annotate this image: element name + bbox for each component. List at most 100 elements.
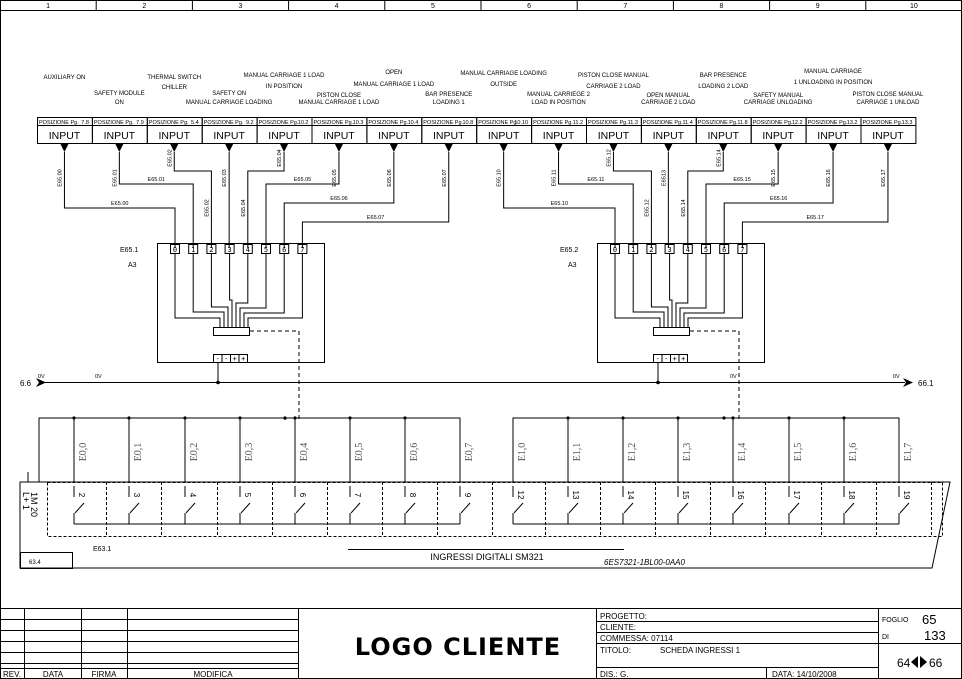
power-sign: + (241, 355, 245, 363)
input-arrow-icon (60, 144, 69, 152)
position-ref[interactable]: 12.2 (792, 120, 803, 126)
prev-page-link[interactable]: 64 (897, 656, 911, 670)
terminal-number[interactable]: 19 (902, 491, 911, 500)
column-number: 8 (720, 3, 724, 10)
input-description: AUXILIARY ON (44, 75, 86, 81)
channel-address: E0,1 (133, 443, 144, 462)
wire-label: E65.00 (57, 169, 63, 186)
position-ref[interactable]: 7.9 (136, 120, 144, 126)
position-ref[interactable]: 13.3 (902, 120, 913, 126)
terminal-number[interactable]: 12 (516, 491, 525, 500)
pin-box[interactable] (719, 244, 730, 254)
position-ref[interactable]: 13.2 (847, 120, 858, 126)
junction-dot (283, 416, 287, 420)
input-arrow-icon (499, 144, 508, 152)
wire-label: E65.15 (771, 169, 777, 186)
wire-label: E65.12 (606, 149, 612, 166)
position-ref[interactable]: 10.2 (298, 120, 309, 126)
input-description: MANUAL CARRIAGE LOADING (186, 100, 273, 106)
terminal-number[interactable]: 8 (408, 493, 417, 498)
position-ref[interactable]: 9.2 (246, 120, 254, 126)
position-ref[interactable]: 5.4 (191, 120, 199, 126)
prev-page-arrow-icon[interactable] (911, 656, 918, 668)
input-description: LOADING 1 (433, 100, 466, 106)
terminal-number[interactable]: 5 (243, 493, 252, 498)
plc-channel: E0,35 (239, 418, 273, 537)
input-arrow-icon (719, 144, 728, 152)
position-ref[interactable]: 10.3 (353, 120, 364, 126)
terminal-number[interactable]: 18 (847, 491, 856, 500)
terminal-number[interactable]: 6 (298, 493, 307, 498)
wire-label: E65.06 (330, 196, 347, 202)
module-sub: A3 (128, 262, 137, 269)
input-arrow-icon (664, 144, 673, 152)
input-arrow-icon (444, 144, 453, 152)
pin-box[interactable] (610, 244, 620, 254)
next-page-link[interactable]: 66 (929, 656, 943, 670)
column-number: 4 (335, 3, 339, 10)
pin-box[interactable] (242, 244, 253, 254)
terminal-number[interactable]: 14 (626, 491, 635, 500)
position-ref[interactable]: 11.8 (737, 120, 747, 126)
terminal-number[interactable]: 4 (188, 493, 197, 498)
bus-label-0v: 0V (893, 374, 900, 380)
card-ref[interactable]: 63.4 (29, 560, 41, 566)
input-box[interactable] (860, 117, 917, 144)
connector (653, 327, 690, 336)
position-ref[interactable]: 11.3 (628, 120, 638, 126)
position-ref[interactable]: 7.8 (81, 120, 89, 126)
input-description: MANUAL CARRIAGE (804, 69, 862, 75)
channel-address: E0,5 (354, 443, 365, 462)
power-terminal[interactable] (678, 354, 688, 363)
terminal-number[interactable]: 15 (681, 491, 690, 500)
pin-box[interactable] (170, 244, 180, 254)
position-ref[interactable]: 11.4 (683, 120, 693, 126)
pin-box[interactable] (188, 244, 199, 254)
pin-box[interactable] (279, 244, 290, 254)
terminal-number[interactable]: 16 (736, 491, 745, 500)
next-page-arrow-icon[interactable] (920, 656, 927, 668)
channel-address: E0,7 (464, 443, 475, 462)
bus-right-ref[interactable]: 66.1 (918, 379, 934, 388)
position-ref[interactable]: 10.8 (462, 120, 473, 126)
pin-box[interactable] (737, 244, 748, 254)
pin-box[interactable] (206, 244, 217, 254)
wire-label: E65.02 (167, 149, 173, 166)
wire-label: E65.17 (806, 215, 823, 221)
power-terminal[interactable] (238, 354, 248, 363)
plc-channel: E1,315 (677, 418, 711, 537)
position-ref[interactable]: 10.4 (408, 120, 419, 126)
terminal-number[interactable]: 2 (77, 493, 86, 498)
terminal-number[interactable]: 9 (463, 493, 472, 498)
bus-left-ref[interactable]: 6.6 (20, 379, 32, 388)
pin-number: 1 (631, 246, 635, 254)
pin-box[interactable] (297, 244, 308, 254)
pin-box[interactable] (628, 244, 639, 254)
terminal-number[interactable]: 13 (571, 491, 580, 500)
pin-box[interactable] (701, 244, 711, 254)
pin-box[interactable] (224, 244, 235, 254)
plc-channel: E0,7 9 (459, 418, 493, 537)
plc-channel: E1,618 (843, 418, 877, 537)
column-number: 6 (527, 3, 531, 10)
pin-box[interactable] (646, 244, 657, 254)
pin-box[interactable] (682, 244, 693, 254)
terminal-number[interactable]: 7 (353, 493, 362, 498)
client-logo: LOGO CLIENTE (355, 633, 561, 661)
terminal-number[interactable]: 3 (132, 493, 141, 498)
wire-label: E65.16 (826, 169, 832, 186)
plc-channel: E1,416 (732, 418, 766, 537)
position-ref[interactable]: 11.2 (573, 120, 583, 126)
power-sign: - (216, 355, 220, 363)
terminal-number[interactable]: 17 (792, 491, 801, 500)
pin-box[interactable] (261, 244, 271, 254)
input-label: INPUT (543, 130, 575, 142)
pin-box[interactable] (664, 244, 675, 254)
position-ref[interactable]: 10.10 (514, 120, 528, 126)
